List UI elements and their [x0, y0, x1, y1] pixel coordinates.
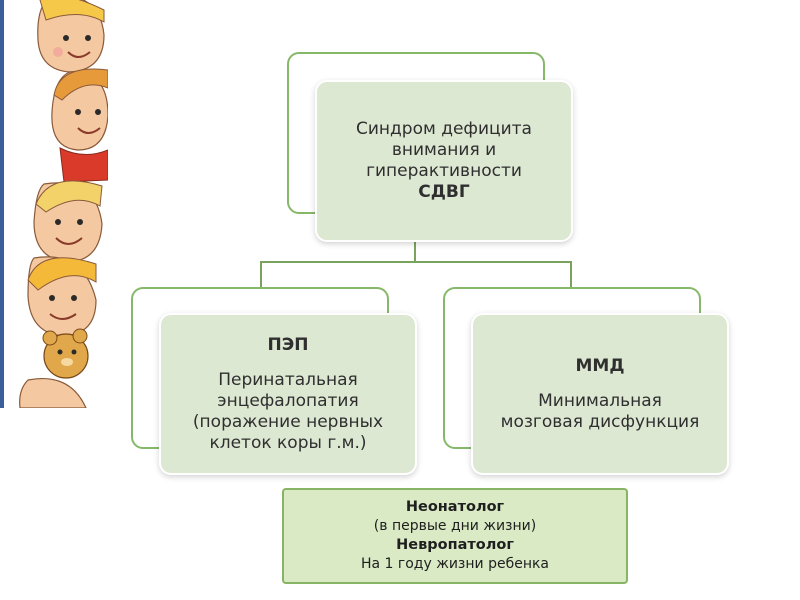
left-accent-stripe	[0, 0, 4, 408]
right-node-abbrev: ММД	[575, 355, 625, 376]
top-node-line-1: Синдром дефицита	[356, 119, 532, 139]
left-node-line-4: клеток коры г.м.)	[209, 432, 367, 453]
right-node-line-2: мозговая дисфункция	[500, 411, 700, 432]
connector-right-drop	[570, 261, 572, 287]
neonatologist-label: Неонатолог	[405, 499, 505, 515]
right-node-line-1: Минимальная	[538, 390, 662, 411]
specialists-box: Неонатолог (в первые дни жизни) Невропат…	[282, 488, 628, 584]
connector-left-drop	[260, 261, 262, 287]
neuropathologist-label: Невропатолог	[396, 537, 514, 553]
top-node-abbrev: СДВГ	[418, 182, 470, 202]
connector-vertical-top	[414, 240, 416, 262]
left-node-abbrev: ПЭП	[267, 334, 309, 355]
connector-horizontal	[260, 261, 572, 263]
neuropathologist-period: На 1 году жизни ребенка	[360, 556, 550, 572]
top-node-line-2: внимания и	[391, 140, 497, 160]
top-node: Синдром дефицита внимания и гиперактивно…	[315, 80, 573, 242]
top-node-line-3: гиперактивности	[366, 161, 522, 181]
children-illustration	[0, 0, 108, 408]
left-node-line-3: (поражение нервных	[192, 411, 384, 432]
left-node-line-2: энцефалопатия	[217, 390, 359, 411]
left-node-line-1: Перинатальная	[218, 369, 358, 390]
right-node: ММД Минимальная мозговая дисфункция	[471, 313, 729, 475]
neonatologist-period: (в первые дни жизни)	[373, 518, 537, 534]
left-node: ПЭП Перинатальная энцефалопатия (поражен…	[159, 313, 417, 475]
